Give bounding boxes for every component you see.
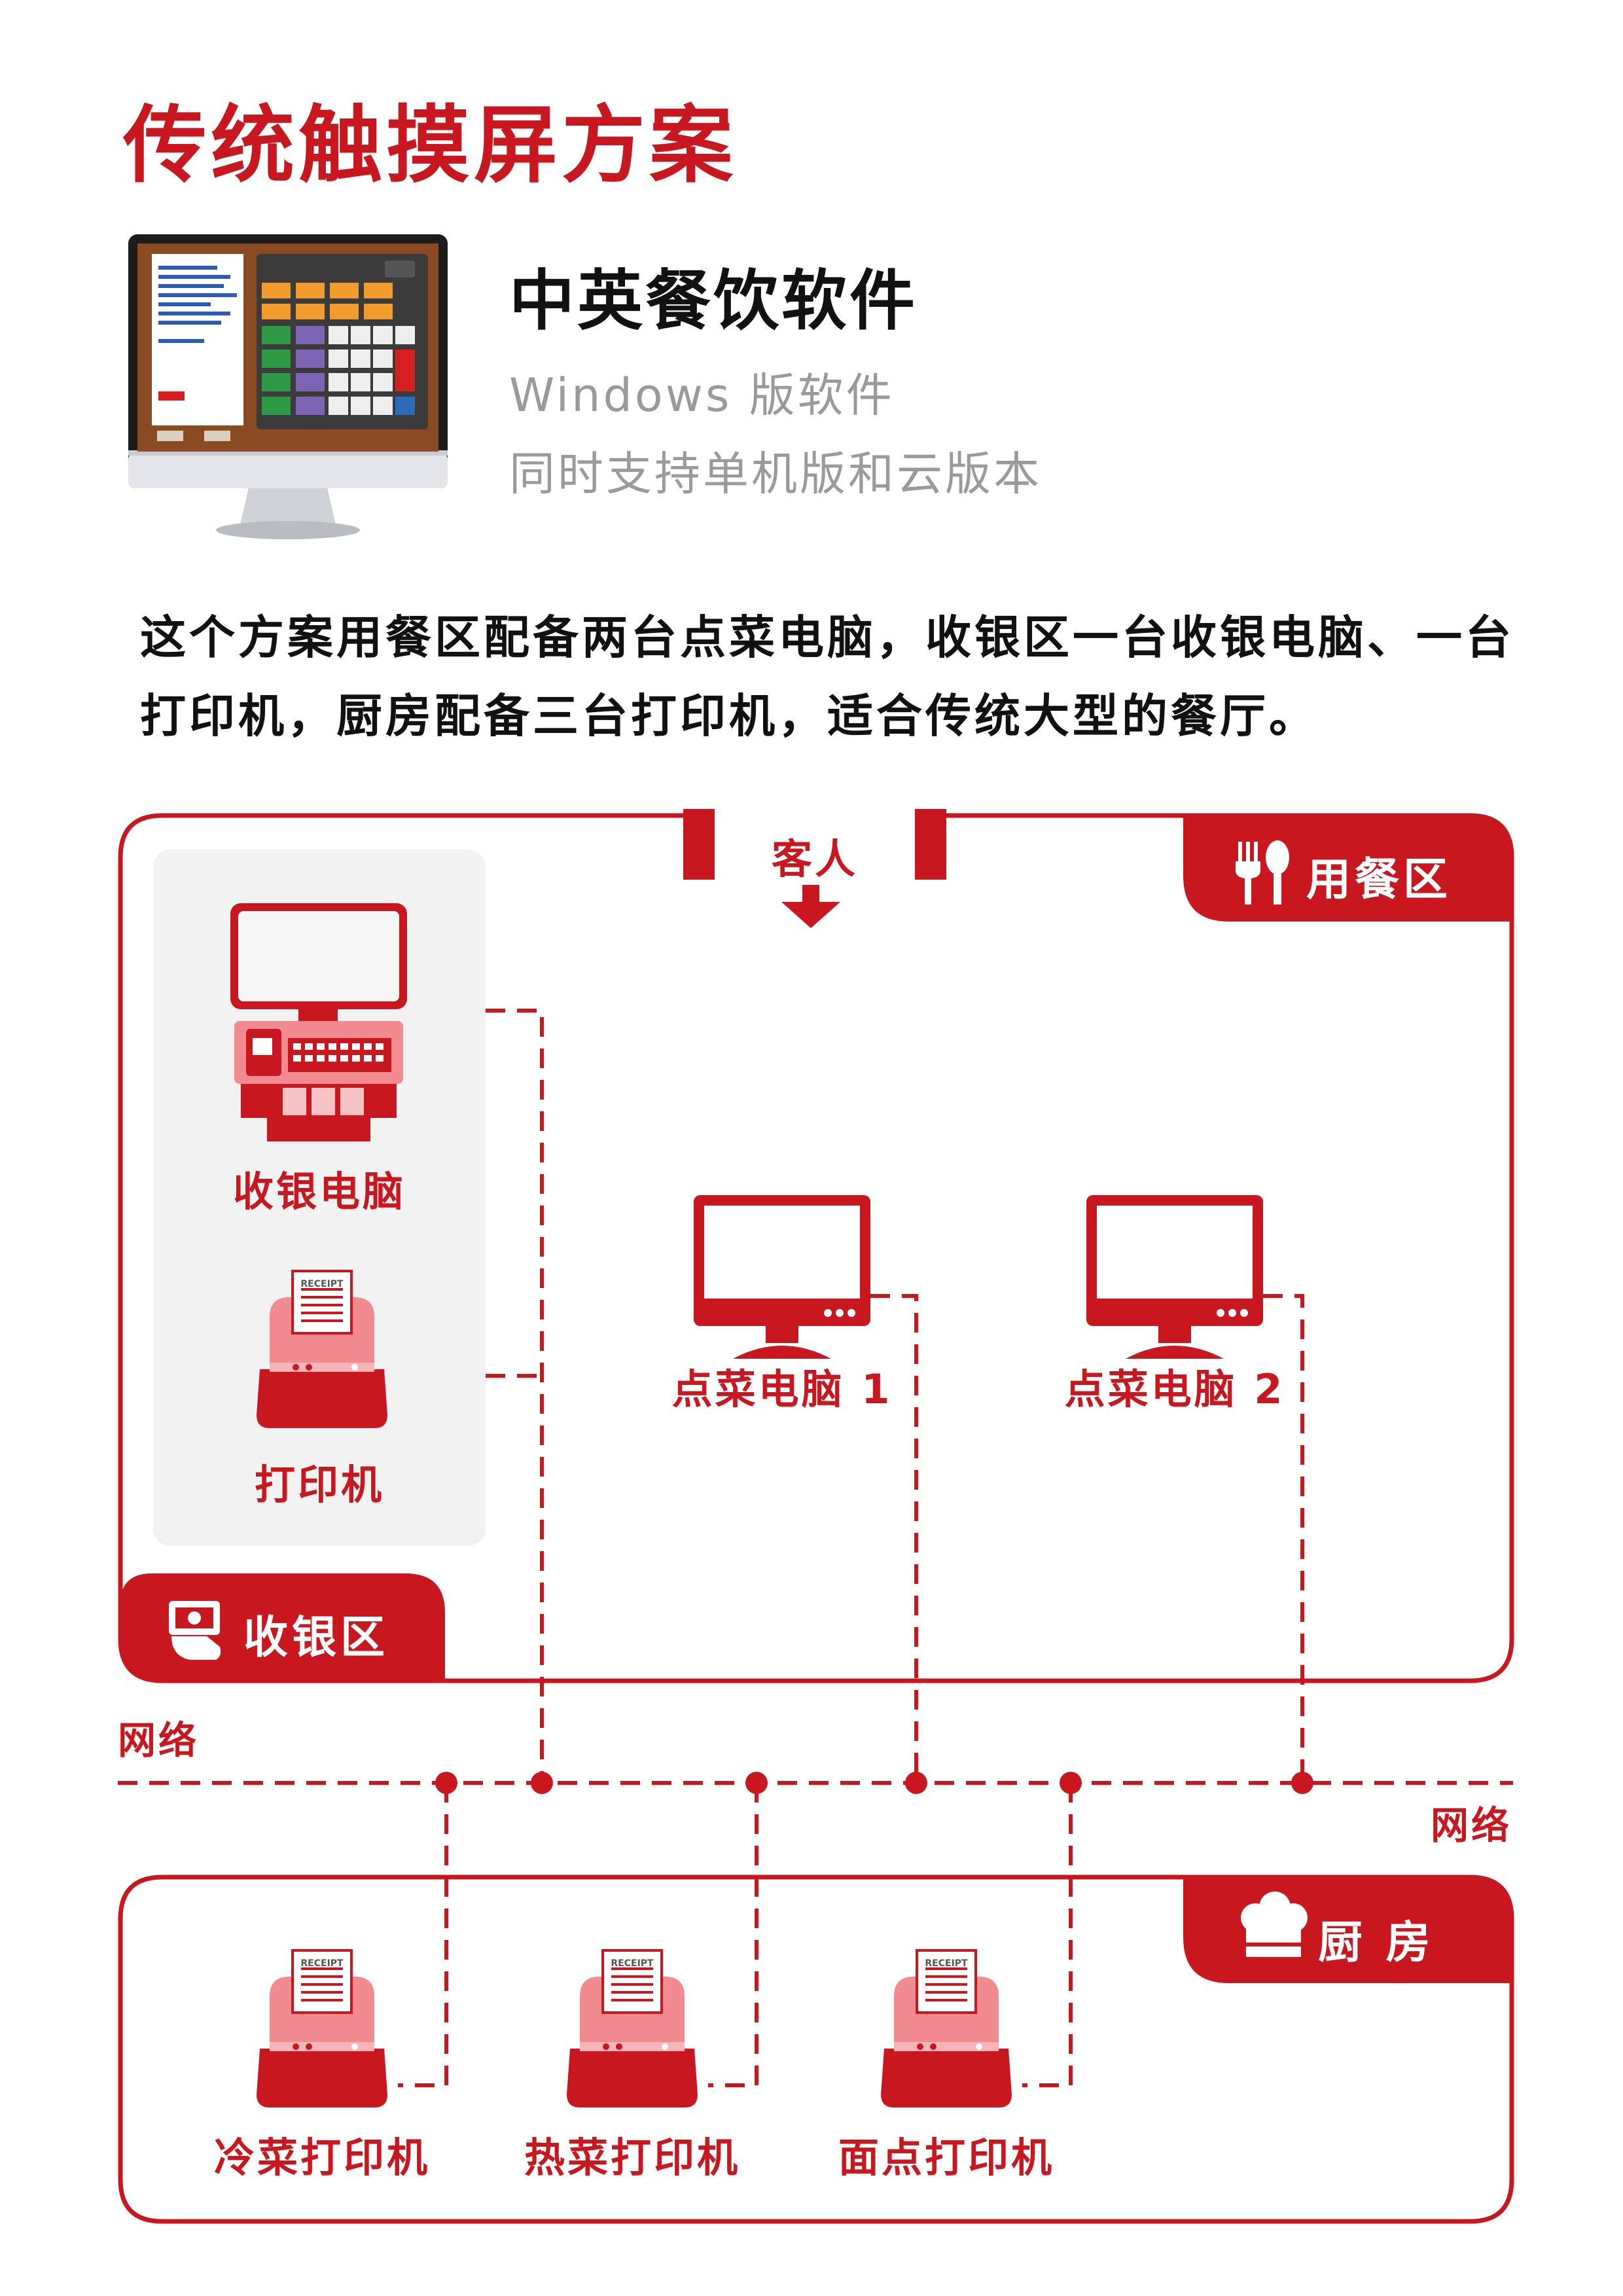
pastry-printer-label: 面点打印机 bbox=[838, 2134, 1054, 2181]
hot-dish-printer-label: 热菜打印机 bbox=[524, 2134, 740, 2181]
cold-dish-printer-label: 冷菜打印机 bbox=[213, 2134, 430, 2181]
order-pc-1-icon bbox=[694, 1195, 870, 1359]
dining-zone-label: 用餐区 bbox=[1306, 854, 1452, 906]
cashier-printer-label: 打印机 bbox=[254, 1461, 384, 1509]
pastry-printer-icon bbox=[880, 1949, 1013, 2109]
pos-monitor-image bbox=[128, 234, 448, 539]
order-pc-1-label: 点菜电脑 1 bbox=[671, 1365, 893, 1413]
cold-dish-printer-icon bbox=[255, 1949, 389, 2109]
order-pc-2-label: 点菜电脑 2 bbox=[1064, 1365, 1285, 1413]
network-label-right: 网络 bbox=[1431, 1803, 1512, 1848]
page-title: 传统触摸屏方案 bbox=[123, 97, 738, 194]
receipt-text: RECEIPT bbox=[300, 1958, 344, 1969]
receipt-text: RECEIPT bbox=[611, 1958, 654, 1969]
receipt-text: RECEIPT bbox=[925, 1958, 968, 1969]
guest-label: 客人 bbox=[771, 835, 858, 883]
description-line-2: 打印机，厨房配备三台打印机，适合传统大型的餐厅。 bbox=[140, 689, 1318, 743]
software-versions: 同时支持单机版和云版本 bbox=[509, 447, 1042, 501]
network-label-left: 网络 bbox=[118, 1718, 200, 1763]
order-pc-2-icon bbox=[1086, 1195, 1263, 1359]
software-name: 中英餐饮软件 bbox=[509, 262, 918, 339]
receipt-text: RECEIPT bbox=[300, 1279, 344, 1289]
kitchen-zone-label: 厨 房 bbox=[1318, 1917, 1435, 1969]
fork-spoon-icon bbox=[1236, 840, 1289, 905]
cashier-zone-label: 收银区 bbox=[243, 1612, 389, 1664]
cash-hand-icon bbox=[169, 1601, 221, 1660]
software-platform: Windows 版软件 bbox=[509, 368, 895, 422]
cashier-pc-icon bbox=[230, 903, 407, 1141]
description-line-1: 这个方案用餐区配备两台点菜电脑，收银区一台收银电脑、一台 bbox=[140, 611, 1514, 664]
chef-hat-icon bbox=[1241, 1892, 1308, 1957]
hot-dish-printer-icon bbox=[565, 1949, 699, 2109]
cashier-pc-label: 收银电脑 bbox=[232, 1168, 406, 1215]
